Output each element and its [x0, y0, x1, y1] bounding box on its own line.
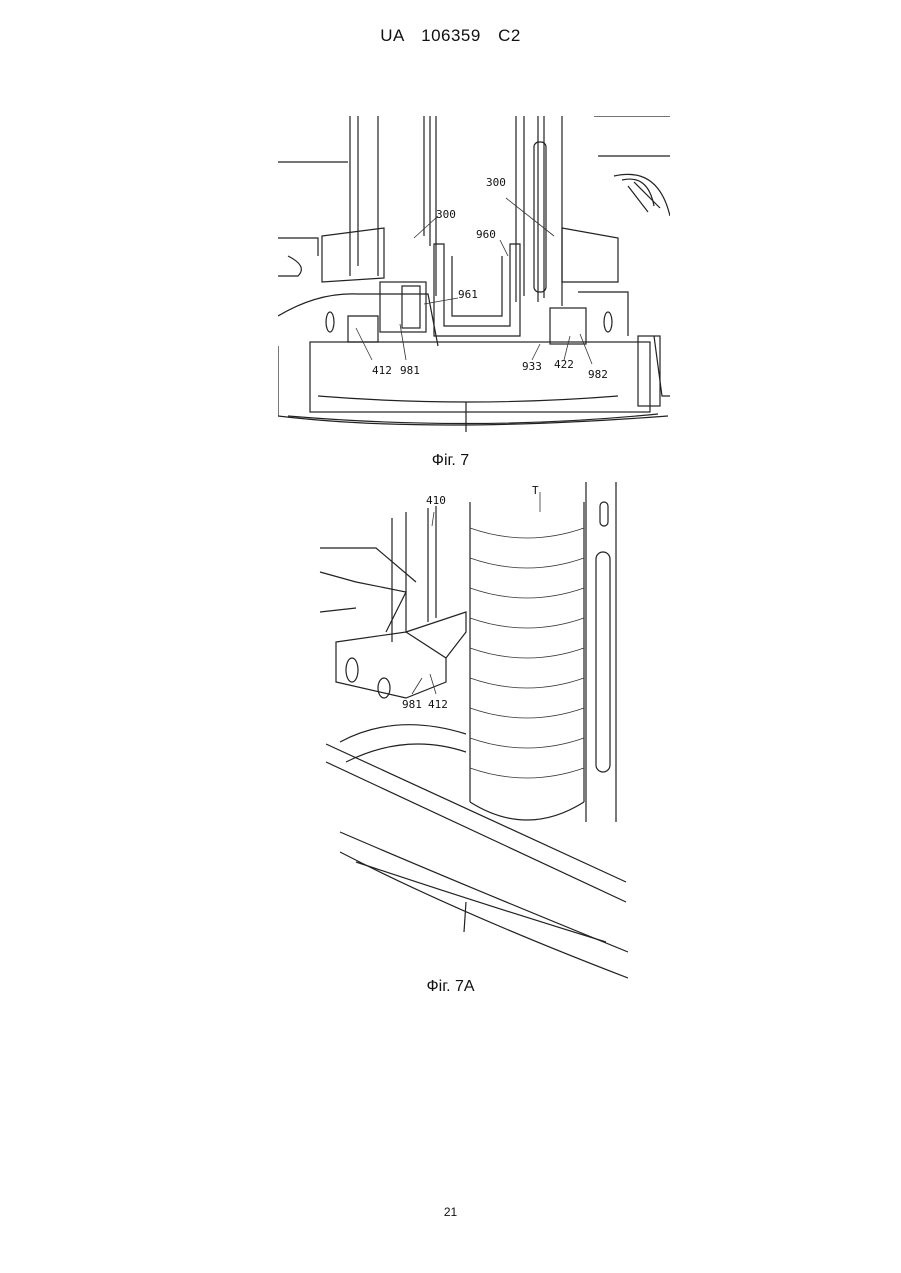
- figure-7-drawing: 300 300 960 961 412 981 933 422 982: [278, 116, 670, 436]
- fig7-label-412: 412: [372, 364, 392, 377]
- fig7a-label-412: 412: [428, 698, 448, 711]
- fig7-label-982: 982: [588, 368, 608, 381]
- fig7-label-300-right: 300: [486, 176, 506, 189]
- figure-7a-caption: Фіг. 7А: [0, 978, 901, 996]
- fig7-label-981: 981: [400, 364, 420, 377]
- fig7-label-961: 961: [458, 288, 478, 301]
- fig7-label-300-left: 300: [436, 208, 456, 221]
- document-header: UA 106359 C2: [0, 26, 901, 46]
- figure-7-caption: Фіг. 7: [0, 452, 901, 470]
- fig7-label-933: 933: [522, 360, 542, 373]
- fig7a-label-t: T: [532, 484, 539, 497]
- fig7a-label-410: 410: [426, 494, 446, 507]
- header-kind-code: C2: [498, 26, 521, 45]
- header-country-code: UA: [380, 26, 404, 45]
- page-number: 21: [0, 1205, 901, 1219]
- fig7-label-960: 960: [476, 228, 496, 241]
- header-patent-number: 106359: [421, 26, 481, 45]
- fig7-label-422: 422: [554, 358, 574, 371]
- fig7a-label-981: 981: [402, 698, 422, 711]
- figure-7a-drawing: 410 T 981 412: [316, 482, 628, 982]
